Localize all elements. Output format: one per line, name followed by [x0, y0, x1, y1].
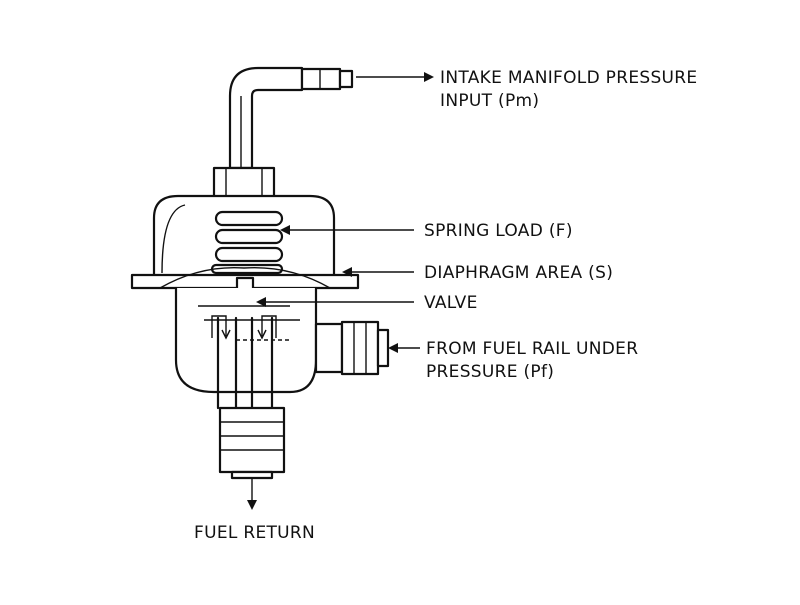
fuel-inlet-fitting	[314, 320, 390, 376]
label-intake-line1: INTAKE MANIFOLD PRESSURE	[440, 68, 697, 88]
label-fuel-rail-line2: PRESSURE (Pf)	[426, 362, 554, 382]
label-intake-line2: INPUT (Pm)	[440, 91, 539, 111]
spring-coils	[210, 210, 284, 275]
cap-neck	[212, 166, 276, 197]
label-valve: VALVE	[424, 293, 478, 313]
intake-elbow-pipe	[228, 66, 354, 170]
label-fuel-return: FUEL RETURN	[194, 523, 315, 543]
leader-lines	[247, 72, 434, 510]
diaphragm-flange	[130, 266, 360, 300]
label-diaphragm-area: DIAPHRAGM AREA (S)	[424, 263, 613, 283]
lower-body	[174, 286, 318, 410]
label-spring-load: SPRING LOAD (F)	[424, 221, 573, 241]
fuel-return-fitting	[218, 406, 286, 480]
label-fuel-rail-line1: FROM FUEL RAIL UNDER	[426, 339, 638, 359]
